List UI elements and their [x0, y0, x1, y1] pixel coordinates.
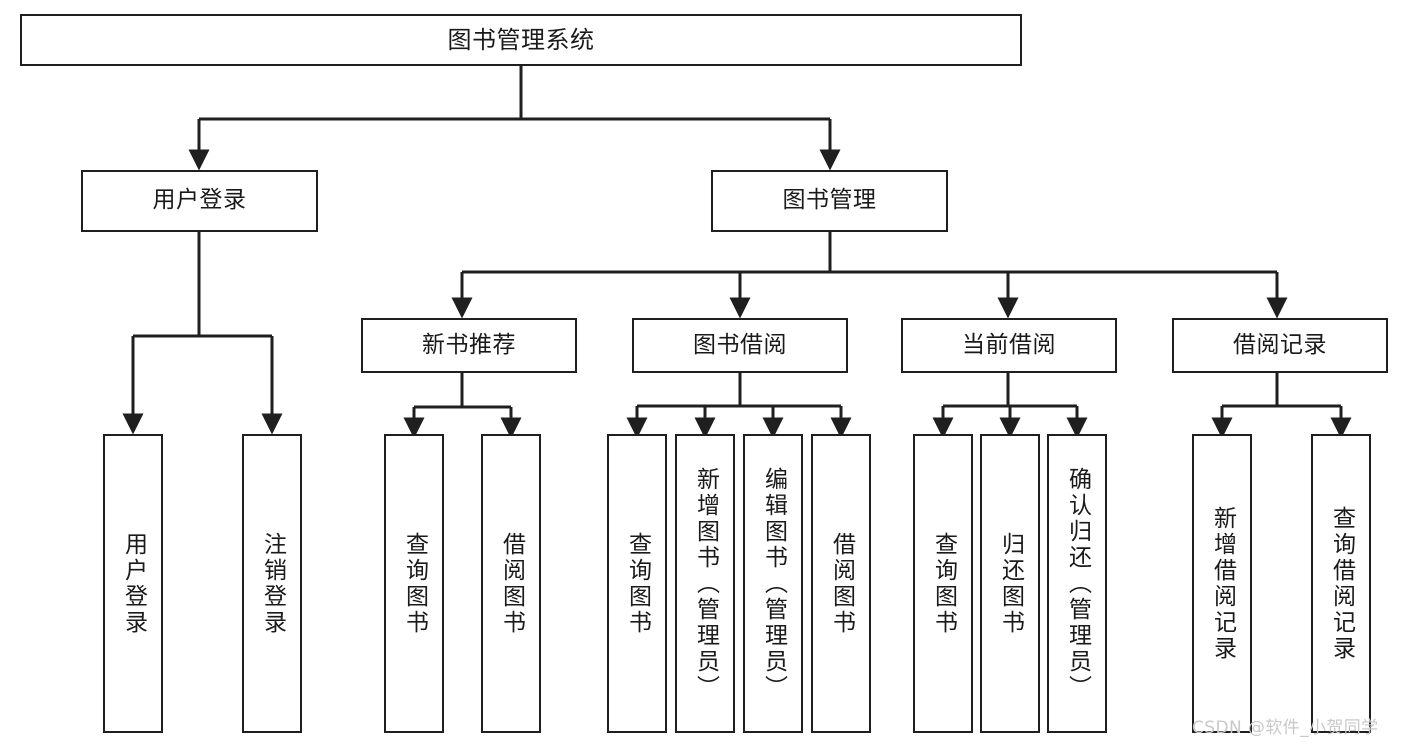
leaf-return-book[interactable]: 归还图书	[980, 434, 1040, 733]
leaf-return-book-label: 归还图书	[997, 531, 1024, 636]
node-new-book-recommend[interactable]: 新书推荐	[361, 318, 577, 373]
leaf-add-book-label: 新增图书（管理员）	[692, 466, 719, 701]
node-user-login-label: 用户登录	[152, 187, 247, 214]
leaf-add-book[interactable]: 新增图书（管理员）	[675, 434, 735, 733]
node-book-borrow[interactable]: 图书借阅	[632, 318, 848, 373]
leaf-query-book-2-label: 查询图书	[624, 531, 651, 636]
leaf-user-login-label: 用户登录	[120, 531, 147, 636]
leaf-query-book-3[interactable]: 查询图书	[913, 434, 973, 733]
leaf-confirm-return[interactable]: 确认归还（管理员）	[1047, 434, 1107, 733]
node-book-management-label: 图书管理	[782, 187, 877, 214]
node-borrow-record[interactable]: 借阅记录	[1172, 318, 1388, 373]
node-root[interactable]: 图书管理系统	[20, 14, 1022, 66]
leaf-query-book-2[interactable]: 查询图书	[607, 434, 667, 733]
node-new-book-recommend-label: 新书推荐	[422, 331, 516, 358]
leaf-borrow-book-2[interactable]: 借阅图书	[811, 434, 871, 733]
node-current-borrow[interactable]: 当前借阅	[901, 318, 1117, 373]
leaf-borrow-book-1[interactable]: 借阅图书	[481, 434, 541, 733]
node-book-management[interactable]: 图书管理	[711, 170, 948, 232]
leaf-add-record[interactable]: 新增借阅记录	[1192, 434, 1252, 733]
leaf-add-record-label: 新增借阅记录	[1209, 505, 1236, 662]
leaf-query-book-1[interactable]: 查询图书	[384, 434, 444, 733]
leaf-borrow-book-2-label: 借阅图书	[828, 531, 855, 636]
leaf-query-book-3-label: 查询图书	[930, 531, 957, 636]
node-book-borrow-label: 图书借阅	[693, 331, 787, 358]
watermark-text: CSDN @软件_小贺同学	[1192, 718, 1379, 738]
leaf-query-record-label: 查询借阅记录	[1328, 505, 1355, 662]
node-root-label: 图书管理系统	[447, 25, 595, 54]
leaf-edit-book[interactable]: 编辑图书（管理员）	[743, 434, 803, 733]
leaf-confirm-return-label: 确认归还（管理员）	[1064, 466, 1091, 701]
leaf-query-record[interactable]: 查询借阅记录	[1311, 434, 1371, 733]
leaf-user-login[interactable]: 用户登录	[103, 434, 163, 733]
node-borrow-record-label: 借阅记录	[1233, 331, 1327, 358]
node-current-borrow-label: 当前借阅	[962, 331, 1056, 358]
leaf-borrow-book-1-label: 借阅图书	[498, 531, 525, 636]
node-user-login[interactable]: 用户登录	[81, 170, 318, 232]
leaf-logout[interactable]: 注销登录	[242, 434, 302, 733]
leaf-logout-label: 注销登录	[259, 531, 286, 636]
leaf-edit-book-label: 编辑图书（管理员）	[760, 466, 787, 701]
leaf-query-book-1-label: 查询图书	[401, 531, 428, 636]
